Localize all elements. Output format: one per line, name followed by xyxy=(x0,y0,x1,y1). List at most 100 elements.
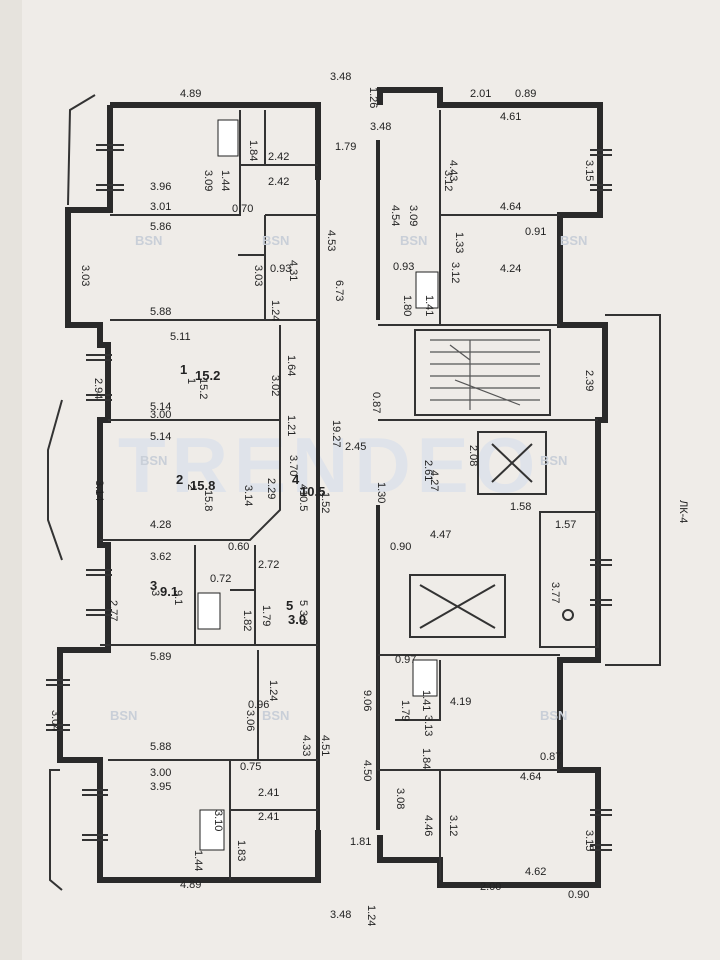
dimension-label: 1.44 xyxy=(219,170,231,191)
dimension-label: 5.86 xyxy=(150,221,171,233)
dimension-label: 1.41 xyxy=(420,690,432,711)
dimension-label: 1.44 xyxy=(192,850,204,871)
plumbing-block-4 xyxy=(412,659,438,697)
room-1-area: 15.2 xyxy=(195,368,220,383)
dimension-label: 1.58 xyxy=(510,501,531,513)
watermark-brand-3: BSN xyxy=(400,233,427,248)
dimension-label: 0.91 xyxy=(525,226,546,238)
dimension-label: 4.47 xyxy=(430,529,451,541)
watermark-brand-1: BSN xyxy=(135,233,162,248)
dimension-label: 2.42 xyxy=(268,151,289,163)
dimension-label: 2.45 xyxy=(345,441,366,453)
dimension-label: 0.89 xyxy=(515,88,536,100)
dimension-label: 1.24 xyxy=(269,300,281,321)
dimension-label: 1.24 xyxy=(365,905,377,926)
dimension-label: 3.08 xyxy=(394,788,406,809)
dimension-label: 4.19 xyxy=(450,696,471,708)
dimension-label: 1 xyxy=(185,378,197,384)
dimension-label: 9.1 xyxy=(172,590,184,605)
plumbing-block-5 xyxy=(199,809,225,851)
watermark-brand-2: BSN xyxy=(262,233,289,248)
dimension-label: 3.02 xyxy=(269,375,281,396)
dimension-label: 1.26 xyxy=(367,87,379,108)
dimension-label: 4.89 xyxy=(180,88,201,100)
dimension-label: 3.04 xyxy=(49,710,61,731)
dimension-label: 3.77 xyxy=(549,582,561,603)
dimension-label: 3.12 xyxy=(447,815,459,836)
outer-walls xyxy=(47,87,608,891)
dimension-label: 1.33 xyxy=(453,232,465,253)
dimension-label: 0.87 xyxy=(540,751,561,763)
dimension-label: 4.62 xyxy=(525,866,546,878)
dimension-label: 1.84 xyxy=(420,748,432,769)
dimension-label: 4.53 xyxy=(325,230,337,251)
dimension-label: 3.95 xyxy=(150,781,171,793)
dimension-label: 2 xyxy=(185,484,197,490)
watermark-brand-5: BSN xyxy=(140,453,167,468)
dimension-label: 1.80 xyxy=(401,295,413,316)
dimension-label: 3.14 xyxy=(242,485,254,506)
watermark-big: TRENDEO xyxy=(118,421,541,509)
dimension-label: 3.06 xyxy=(244,710,256,731)
watermark-brand-7: BSN xyxy=(110,708,137,723)
plumbing-block-1 xyxy=(217,119,239,157)
dimension-label: 1.79 xyxy=(399,700,411,721)
dimension-label: 0.96 xyxy=(248,699,269,711)
dimension-label: 0.90 xyxy=(390,541,411,553)
dimension-label: 6.73 xyxy=(333,280,345,301)
dimension-label: 2.61 xyxy=(422,460,434,481)
windows xyxy=(46,144,612,851)
dimension-label: 2.41 xyxy=(258,811,279,823)
dimension-label: 1.30 xyxy=(375,482,387,503)
dimension-label: 4.43 xyxy=(447,160,459,181)
dimension-label: 3.01 xyxy=(150,201,171,213)
dimension-label: 2.72 xyxy=(258,559,279,571)
dimension-label: 2.00 xyxy=(480,881,501,893)
dimension-label: 1.83 xyxy=(235,840,247,861)
dimension-label: 9.06 xyxy=(361,690,373,711)
dimension-label: 5.11 xyxy=(170,331,191,343)
top-cut-dimension: 3.48 xyxy=(330,71,351,83)
dimension-label: 0.70 xyxy=(232,203,253,215)
dimension-label: 5 xyxy=(297,600,309,606)
dimension-label: 0.93 xyxy=(393,261,414,273)
dimension-label: 2.29 xyxy=(265,478,277,499)
dimension-label: 2.39 xyxy=(583,370,595,391)
dimension-label: 3.09 xyxy=(202,170,214,191)
watermark-brand-8: BSN xyxy=(262,708,289,723)
room-labels: 1 15.2 2 15.8 3 9.1 4 10.5 5 3.0 xyxy=(150,362,325,627)
dimension-label: 1.82 xyxy=(241,610,253,631)
dimension-label: 3.62 xyxy=(150,551,171,563)
dimension-label: 4.64 xyxy=(520,771,541,783)
dimension-label: 3.48 xyxy=(370,121,391,133)
dimension-label: 15.8 xyxy=(202,490,214,511)
dimension-label: 10.5 xyxy=(297,490,309,511)
dimension-label: 3.03 xyxy=(252,265,264,286)
room-3-number: 3 xyxy=(150,578,157,593)
dimension-label: 4.31 xyxy=(287,260,299,281)
dimension-label: 3.15 xyxy=(583,160,595,181)
dimension-label: 4.50 xyxy=(361,760,373,781)
dimension-label: 0.93 xyxy=(270,263,291,275)
dimension-label: 3.13 xyxy=(422,715,434,736)
dimension-label: 3.70 xyxy=(287,455,299,476)
dimension-label: 3.00 xyxy=(150,409,171,421)
room-2-number: 2 xyxy=(176,472,183,487)
plumbing-block-3 xyxy=(197,592,221,630)
dimension-label: 4.24 xyxy=(500,263,521,275)
dimension-label: 1.24 xyxy=(267,680,279,701)
plumbing-block-2 xyxy=(415,271,439,309)
dimension-label: 0.97 xyxy=(395,654,416,666)
dimension-label: 5.88 xyxy=(150,306,171,318)
dimension-label: 4.64 xyxy=(500,201,521,213)
dimension-label: 4.28 xyxy=(150,519,171,531)
dimension-label: 1.81 xyxy=(350,836,371,848)
dimension-label: 2.94 xyxy=(92,378,104,399)
dimension-label: 4.54 xyxy=(389,205,401,226)
dimension-label: 1.52 xyxy=(319,492,331,513)
dimension-label: 0.75 xyxy=(240,761,261,773)
dimension-label: 4.33 xyxy=(300,735,312,756)
plumbing-blocks xyxy=(197,119,439,851)
